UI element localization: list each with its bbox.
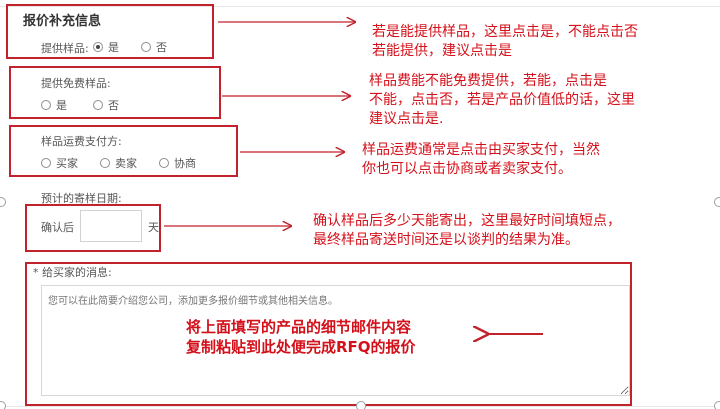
radio-unselected-icon [41,100,51,110]
annotation-box-message [25,262,632,406]
free-sample-yes-radio[interactable]: 是 [41,97,67,113]
shipping-buyer-radio[interactable]: 买家 [41,155,78,171]
radio-unselected-icon [93,100,103,110]
annotation-text-message: 将上面填写的产品的细节邮件内容 复制粘贴到此处便完成RFQ的报价 [186,318,416,357]
annotation-box-dispatch-date [25,204,161,252]
shipping-payer-label: 样品运费支付方: [41,135,122,148]
annotation-text-shipping-payer: 样品运费通常是点击由买家支付，当然 你也可以点击协商或者卖家支付。 [362,142,600,177]
resize-handle-bottom-left[interactable] [0,401,6,409]
provide-sample-label: 提供样品: [41,42,89,55]
radio-unselected-icon [141,42,151,52]
shipping-negotiate-label: 协商 [174,157,196,170]
annotation-text-free-sample: 样品费能不能免费提供，若能，点击是 不能，点击否，若是产品价值低的话，这里 建议… [369,73,635,127]
resize-handle-left[interactable] [0,197,6,207]
shipping-buyer-label: 买家 [56,157,78,170]
free-sample-yes-label: 是 [56,99,67,112]
dispatch-date-prefix: 确认后 [41,221,74,234]
dispatch-date-label: 预计的寄样日期: [41,192,122,205]
annotation-box-provide-sample [6,4,214,59]
radio-unselected-icon [159,158,169,168]
provide-sample-radio-group: 是 否 [93,39,167,55]
free-sample-no-radio[interactable]: 否 [93,97,119,113]
free-sample-no-label: 否 [108,99,119,112]
provide-sample-yes-label: 是 [108,41,119,54]
provide-sample-no-radio[interactable]: 否 [141,39,167,55]
radio-unselected-icon [100,158,110,168]
provide-sample-no-label: 否 [156,41,167,54]
resize-handle-bottom-right[interactable] [714,401,720,409]
buyer-message-textarea[interactable] [41,285,630,396]
shipping-seller-label: 卖家 [115,157,137,170]
frame-top-line [0,6,720,7]
dispatch-date-suffix: 天 [148,221,159,234]
resize-handle-right[interactable] [714,197,720,207]
annotation-text-provide-sample: 若是能提供样品，这里点击是，不能点击否 若能提供，建议点击是 [372,24,638,59]
section-title: 报价补充信息 [23,14,102,29]
shipping-negotiate-radio[interactable]: 协商 [159,155,196,171]
resize-handle-bottom[interactable] [356,401,366,409]
annotation-text-dispatch-date: 确认样品后多少天能寄出，这里最好时间填短点， 最终样品寄送时间还是以谈判的结果为… [313,213,621,248]
shipping-payer-radio-group: 买家 卖家 协商 [41,155,196,171]
annotation-box-free-sample [9,66,221,119]
provide-sample-yes-radio[interactable]: 是 [93,39,119,55]
free-sample-radio-group: 是 否 [41,97,119,113]
radio-selected-icon [93,42,103,52]
shipping-seller-radio[interactable]: 卖家 [100,155,137,171]
free-sample-label: 提供免费样品: [41,77,111,90]
annotation-box-shipping-payer [9,125,238,177]
dispatch-days-input[interactable] [80,210,142,242]
radio-unselected-icon [41,158,51,168]
buyer-message-label: * 给买家的消息: [33,266,112,279]
